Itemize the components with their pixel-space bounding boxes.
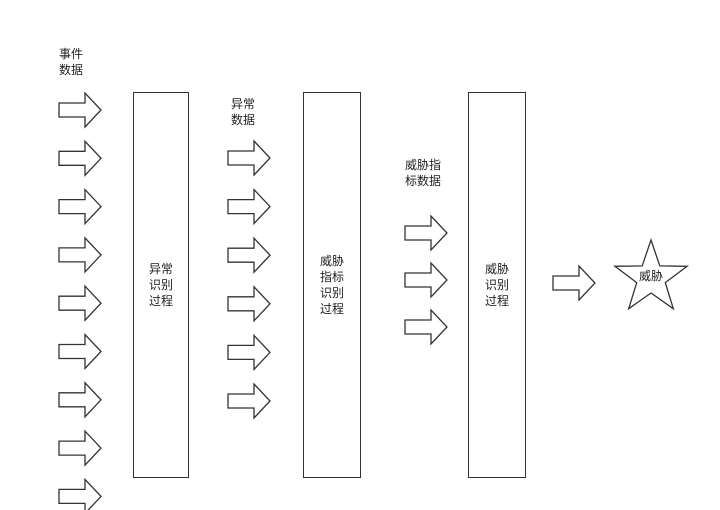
event-data-label-line2: 数据 [59,63,84,77]
event-data-arrow-icon [58,187,102,226]
anomaly-data-arrow-icon [227,382,271,420]
threat-indicator-data-label-line1: 威胁指 [405,158,442,172]
anomaly-data-label-line2: 数据 [231,113,256,127]
anomaly-data-arrows [227,139,271,420]
anomaly-data-arrow-icon [227,236,271,274]
threat-indicator-process-box: 威胁指标识别过程 [303,92,361,478]
anomaly-data-label-line1: 异常 [231,97,256,111]
threat-indicator-data-arrow-icon [404,261,448,299]
event-data-arrow-icon [58,429,102,467]
event-data-arrow-icon [58,236,102,274]
threat-indicator-data-label-line2: 标数据 [405,174,442,188]
event-data-label: 事件 数据 [59,46,83,78]
event-data-label-line1: 事件 [59,47,84,61]
threat-detection-process-box: 威胁识别过程 [468,92,526,478]
event-data-arrow-icon [58,139,102,177]
threat-indicator-data-arrow-icon [404,308,448,346]
threat-star-icon [612,237,690,311]
anomaly-data-arrow-icon [227,333,271,372]
event-data-arrow-icon [58,332,102,371]
event-data-arrow-icon [58,284,102,322]
threat-indicator-process-label: 威胁指标识别过程 [319,254,344,316]
anomaly-data-arrow-icon [227,139,271,177]
event-data-arrow-icon [58,91,102,129]
event-data-arrows [58,91,102,510]
output-arrow-icon [552,264,596,302]
threat-indicator-data-label: 威胁指 标数据 [405,157,441,189]
threat-output-label: 威胁 [638,269,663,283]
event-data-arrow-icon [58,477,102,510]
anomaly-detection-process-label: 异常识别过程 [148,262,173,308]
threat-indicator-data-arrow-icon [404,214,448,252]
anomaly-data-arrow-icon [227,285,271,323]
anomaly-data-arrow-icon [227,187,271,226]
event-data-arrow-icon [58,381,102,419]
threat-detection-process-label: 威胁识别过程 [484,262,509,308]
output-arrow [552,264,596,302]
anomaly-detection-process-box: 异常识别过程 [133,92,189,478]
threat-indicator-data-arrows [404,214,448,346]
anomaly-data-label: 异常 数据 [231,96,255,128]
